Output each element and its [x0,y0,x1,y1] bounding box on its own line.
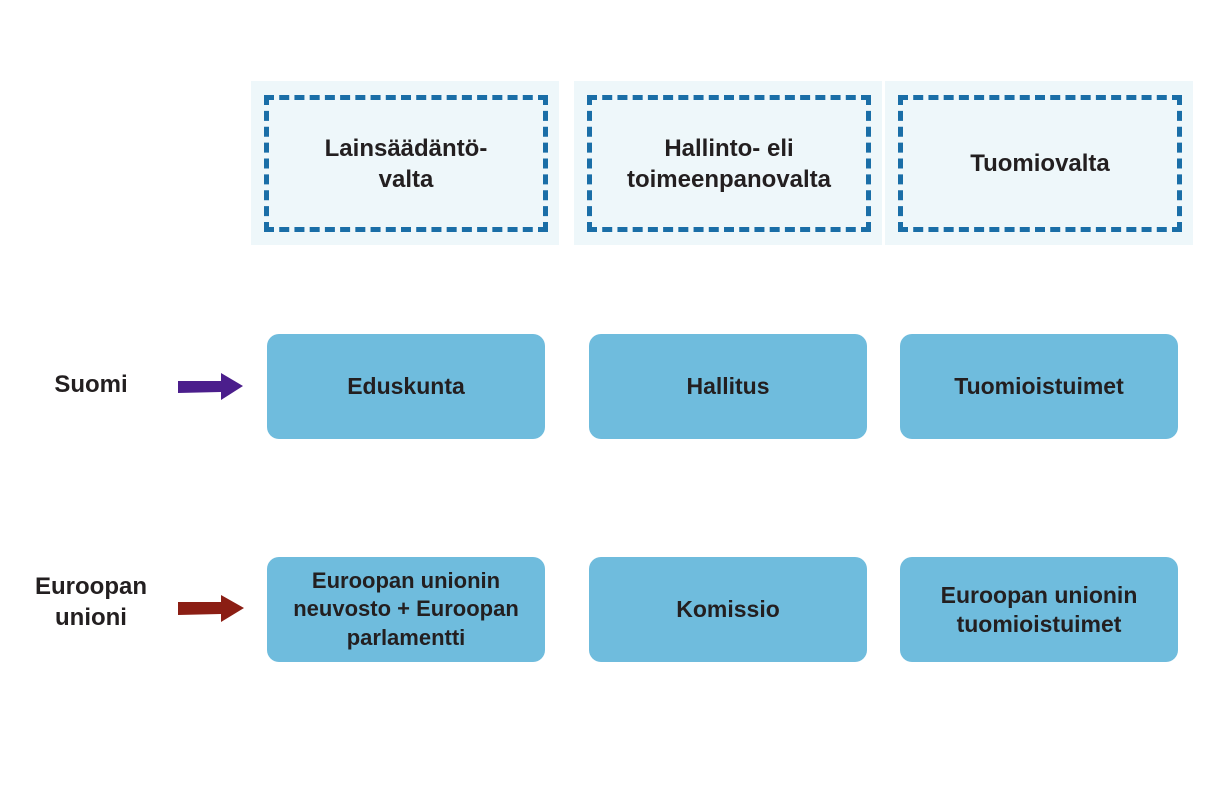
cell-eu-legislative: Euroopan unionin neuvosto + Euroopan par… [267,557,545,662]
column-header-judicial-label: Tuomiovalta [898,95,1182,232]
arrow-icon-eu [178,595,244,622]
cell-eu-judicial: Euroopan unionin tuomioistuimet [900,557,1178,662]
column-header-legislative: Lainsäädäntö- valta [251,81,559,245]
arrow-icon-finland [178,373,243,400]
cell-finland-legislative: Eduskunta [267,334,545,439]
cell-finland-judicial: Tuomioistuimet [900,334,1178,439]
cell-eu-executive: Komissio [589,557,867,662]
cell-finland-executive: Hallitus [589,334,867,439]
column-header-executive: Hallinto- eli toimeenpanovalta [574,81,882,245]
column-header-executive-label: Hallinto- eli toimeenpanovalta [587,95,871,232]
column-header-judicial: Tuomiovalta [885,81,1193,245]
column-header-legislative-label: Lainsäädäntö- valta [264,95,548,232]
row-label-eu: Euroopan unioni [35,573,147,631]
row-label-finland: Suomi [54,371,128,398]
